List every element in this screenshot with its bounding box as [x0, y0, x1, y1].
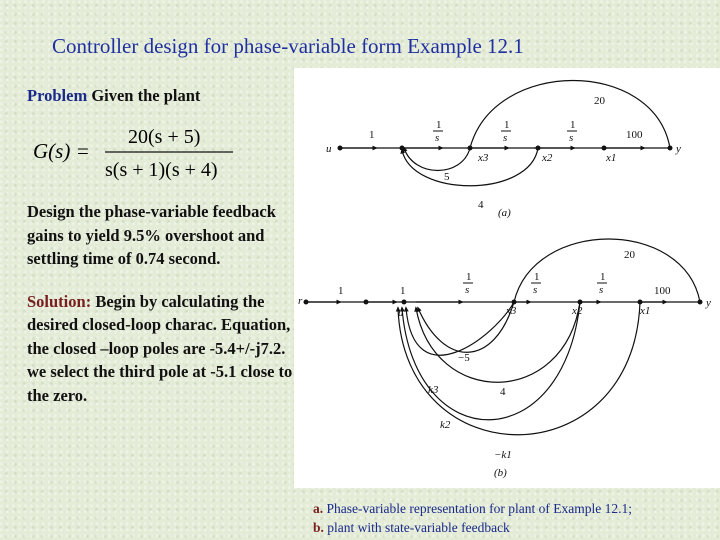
diagram-b-gain-1b: 1: [400, 285, 406, 297]
diagram-a-gain-100: 100: [626, 129, 643, 141]
diagram-a-x1: x1: [605, 152, 616, 164]
diagram-b-gain-1a: 1: [338, 285, 344, 297]
signal-flow-diagrams: u y 1 1 s 1 s 1 s 100 20 x3 x2 x1 5 4 (a…: [298, 80, 711, 479]
diagram-b-feedback-4: [414, 301, 581, 383]
diagram-a: [340, 80, 671, 187]
caption-a-label: a.: [313, 501, 324, 516]
diagram-a-feedback-5: [402, 146, 471, 171]
diagram-a-int2-top: 1: [504, 119, 510, 131]
diagram-b-int2-bot: s: [533, 284, 537, 296]
problem-text-column: Problem Given the plant G(s) = 20(s + 5)…: [27, 84, 297, 407]
diagram-b-k2: k2: [440, 419, 451, 431]
diagram-b-r: r: [298, 295, 303, 307]
diagram-a-int2-bot: s: [503, 132, 507, 144]
diagram-a-nodes: [337, 145, 673, 151]
diagram-b-int3-top: 1: [600, 271, 606, 283]
diagram-b-gain-20: 20: [624, 249, 636, 261]
diagram-b-feedback-5: [417, 301, 515, 353]
diagram-b-x2: x2: [571, 305, 583, 317]
diagram-a-gain-1: 1: [369, 129, 375, 141]
diagram-b-fb-5: −5: [458, 352, 470, 364]
problem-label: Problem: [27, 86, 88, 105]
diagram-a-x3: x3: [477, 152, 489, 164]
diagram-b-x3: x3: [505, 305, 517, 317]
diagram-a-u: u: [326, 143, 332, 155]
diagram-b-int3-bot: s: [599, 284, 603, 296]
solution-text: Begin by calculating the desired closed-…: [27, 291, 293, 405]
diagram-b-y: y: [705, 297, 711, 309]
solution-label: Solution:: [27, 291, 92, 311]
signal-flow-figure: u y 1 1 s 1 s 1 s 100 20 x3 x2 x1 5 4 (a…: [294, 68, 720, 488]
diagram-b-int1-top: 1: [466, 271, 472, 283]
caption-a-text: Phase-variable representation for plant …: [326, 501, 633, 516]
transfer-function-formula: G(s) = 20(s + 5) s(s + 1)(s + 4): [33, 126, 233, 181]
diagram-a-int1-top: 1: [436, 119, 442, 131]
problem-statement: Problem Given the plant: [27, 84, 297, 108]
diagram-b-int1-bot: s: [465, 284, 469, 296]
solution-paragraph: Solution: Begin by calculating the desir…: [27, 290, 297, 408]
diagram-b: [306, 238, 701, 436]
diagram-b-gain-100: 100: [654, 285, 671, 297]
diagram-a-int1-bot: s: [435, 132, 439, 144]
diagram-a-int3-top: 1: [570, 119, 576, 131]
figure-caption: a. Phase-variable representation for pla…: [313, 499, 718, 537]
diagram-b-nodes: [303, 299, 703, 305]
diagram-b-labels: r u y 1 1 1 s 1 s 1 s 100 20 x3 x2 x1 −5…: [298, 249, 711, 479]
diagram-b-fb-4: 4: [500, 386, 506, 398]
diagram-a-int3-bot: s: [569, 132, 573, 144]
diagram-a-tag: (a): [498, 207, 511, 219]
diagram-a-x2: x2: [541, 152, 553, 164]
diagram-a-fb-4: 4: [478, 199, 484, 211]
diagram-a-gain-20: 20: [594, 95, 606, 107]
diagram-b-feedback-k2: [399, 301, 581, 421]
formula-numerator: 20(s + 5): [128, 126, 200, 148]
diagram-b-arc-20: [513, 238, 701, 303]
diagram-a-feedback-4: [400, 147, 539, 187]
problem-text: Given the plant: [91, 86, 201, 105]
diagram-b-u: u: [398, 307, 404, 319]
design-requirement: Design the phase-variable feedback gains…: [27, 202, 276, 268]
caption-b-text: plant with state-variable feedback: [327, 520, 510, 535]
diagram-a-arc-20: [469, 80, 671, 149]
diagram-b-k3: k3: [428, 384, 439, 396]
diagram-b-x1: x1: [639, 305, 650, 317]
diagram-b-tag: (b): [494, 467, 507, 479]
diagram-a-y: y: [675, 143, 681, 155]
diagram-a-labels: u y 1 1 s 1 s 1 s 100 20 x3 x2 x1 5 4 (a…: [326, 95, 681, 219]
slide-title: Controller design for phase-variable for…: [52, 34, 524, 58]
diagram-b-k1: −k1: [494, 449, 512, 461]
formula-lhs: G(s) =: [33, 139, 90, 163]
caption-line-a: a. Phase-variable representation for pla…: [313, 499, 718, 518]
caption-b-label: b.: [313, 520, 324, 535]
diagram-b-feedback-k1: [395, 301, 641, 436]
diagram-b-int2-top: 1: [534, 271, 540, 283]
formula-denominator: s(s + 1)(s + 4): [105, 159, 218, 181]
diagram-b-feedback-k3: [403, 301, 515, 356]
caption-line-b: b. plant with state-variable feedback: [313, 518, 718, 537]
diagram-a-fb-5: 5: [444, 171, 450, 183]
